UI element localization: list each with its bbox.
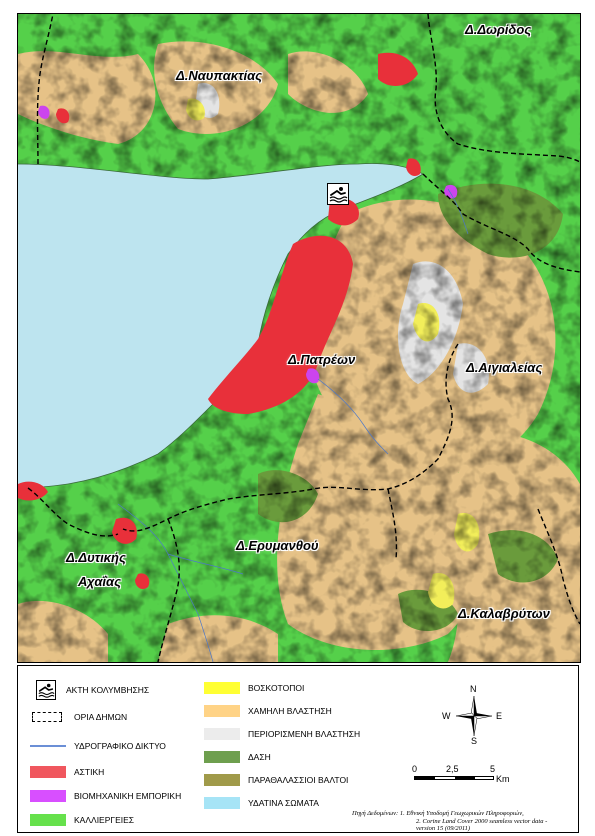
label-dorida: Δ.Δωρίδος: [465, 22, 532, 37]
legend-label-water-bodies: ΥΔΑΤΙΝΑ ΣΩΜΑΤΑ: [248, 798, 319, 808]
compass-e: E: [496, 711, 503, 721]
legend-label-pasture: ΒΟΣΚΟΤΟΠΟΙ: [248, 683, 305, 693]
legend-item-rivers: ΥΔΡΟΓΡΑΦΙΚΟ ΔΙΚΤΥΟ: [30, 740, 166, 752]
label-achaia: Αχαΐας: [78, 574, 121, 589]
label-kalavryta: Δ.Καλαβρύτων: [458, 606, 550, 621]
water-bodies-swatch: [204, 797, 240, 809]
legend-item-beach: ΑΚΤΗ ΚΟΛΥΜΒΗΣΗΣ: [30, 680, 149, 700]
urban-swatch: [30, 766, 66, 778]
legend-label-cultivated: ΚΑΛΛΙΕΡΓΕΙΕΣ: [74, 815, 135, 825]
compass-rose-icon: [455, 695, 493, 737]
label-patreon: Δ.Πατρέων: [288, 352, 356, 367]
legend-item-wetland: ΠΑΡΑΘΑΛΑΣΣΙΟΙ ΒΑΛΤΟΙ: [204, 774, 348, 786]
scale-tick-2-5: 2,5: [446, 764, 459, 774]
legend-label-urban: ΑΣΤΙΚΗ: [74, 767, 105, 777]
gulf-sea: [18, 163, 423, 488]
beach-marker[interactable]: [327, 183, 349, 205]
label-erymanthos: Δ.Ερυμανθού: [236, 538, 319, 553]
compass-s: S: [471, 736, 478, 746]
legend-item-limited-vegetation: ΠΕΡΙΟΡΙΣΜΕΝΗ ΒΛΑΣΤΗΣΗ: [204, 728, 360, 740]
municipal-boundaries: [27, 14, 580, 662]
legend-item-boundaries: ΟΡΙΑ ΔΗΜΩΝ: [30, 711, 127, 723]
scale-tick-5: 5: [490, 764, 496, 774]
limited-vegetation-swatch: [204, 728, 240, 740]
scale-unit: Km: [496, 774, 510, 784]
scale-bar-graphic: [414, 776, 494, 780]
legend-label-limited-vegetation: ΠΕΡΙΟΡΙΣΜΕΝΗ ΒΛΑΣΤΗΣΗ: [248, 729, 361, 739]
north-arrow: N S W E: [442, 684, 503, 746]
legend-item-industrial: ΒΙΟΜΗΧΑΝΙΚΗ ΕΜΠΟΡΙΚΗ: [30, 790, 181, 802]
map-legend: ΑΚΤΗ ΚΟΛΥΜΒΗΣΗΣ ΟΡΙΑ ΔΗΜΩΝ ΥΔΡΟΓΡΑΦΙΚΟ Δ…: [17, 665, 579, 833]
river-network: [117, 188, 469, 662]
legend-item-pasture: ΒΟΣΚΟΤΟΠΟΙ: [204, 682, 304, 694]
river-line-swatch: [30, 740, 66, 752]
legend-label-beach: ΑΚΤΗ ΚΟΛΥΜΒΗΣΗΣ: [66, 685, 150, 695]
legend-item-low-vegetation: ΧΑΜΗΛΗ ΒΛΑΣΤΗΣΗ: [204, 705, 332, 717]
legend-item-water-bodies: ΥΔΑΤΙΝΑ ΣΩΜΑΤΑ: [204, 797, 319, 809]
legend-item-forest: ΔΑΣΗ: [204, 751, 271, 763]
land-cover-map[interactable]: Δ.Δωρίδος Δ.Ναυπακτίας Δ.Πατρέων Δ.Αιγια…: [17, 13, 581, 663]
legend-item-urban: ΑΣΤΙΚΗ: [30, 766, 104, 778]
legend-label-forest: ΔΑΣΗ: [248, 752, 271, 762]
compass-n: N: [470, 684, 477, 694]
source-line-2: 2. Corine Land Cover 2000 seamless vecto…: [416, 817, 548, 825]
legend-label-industrial: ΒΙΟΜΗΧΑΝΙΚΗ ΕΜΠΟΡΙΚΗ: [74, 791, 182, 801]
source-line-1: Πηγή Δεδομένων: 1. Εθνική Υποδομή Γεωχωρ…: [352, 810, 524, 817]
legend-label-rivers: ΥΔΡΟΓΡΑΦΙΚΟ ΔΙΚΤΥΟ: [74, 741, 166, 751]
swimmer-icon: [36, 680, 56, 700]
legend-label-low-vegetation: ΧΑΜΗΛΗ ΒΛΑΣΤΗΣΗ: [248, 706, 332, 716]
pasture-swatch: [204, 682, 240, 694]
data-source-note: Πηγή Δεδομένων: 1. Εθνική Υποδομή Γεωχωρ…: [352, 810, 582, 833]
low-vegetation-swatch: [204, 705, 240, 717]
forest-swatch: [204, 751, 240, 763]
wetland-swatch: [204, 774, 240, 786]
legend-label-wetland: ΠΑΡΑΘΑΛΑΣΣΙΟΙ ΒΑΛΤΟΙ: [248, 775, 349, 785]
industrial-swatch: [30, 790, 66, 802]
scale-bar: 0 2,5 5 Km: [408, 764, 518, 788]
dashed-boundary-swatch: [30, 711, 66, 723]
cultivated-swatch: [30, 814, 66, 826]
scale-tick-0: 0: [412, 764, 418, 774]
label-aigialeia: Δ.Αιγιαλείας: [466, 360, 543, 375]
swimmer-icon: [329, 187, 348, 203]
legend-label-boundaries: ΟΡΙΑ ΔΗΜΩΝ: [74, 712, 128, 722]
urban-areas: [18, 52, 421, 590]
label-dytiki: Δ.Δυτικής: [66, 550, 126, 565]
compass-w: W: [442, 711, 451, 721]
label-nafpaktia: Δ.Ναυπακτίας: [176, 68, 263, 83]
legend-item-cultivated: ΚΑΛΛΙΕΡΓΕΙΕΣ: [30, 814, 134, 826]
industrial-areas: [38, 105, 458, 384]
map-canvas: [18, 14, 580, 662]
source-line-3: version 15 (09/2011): [416, 825, 471, 832]
